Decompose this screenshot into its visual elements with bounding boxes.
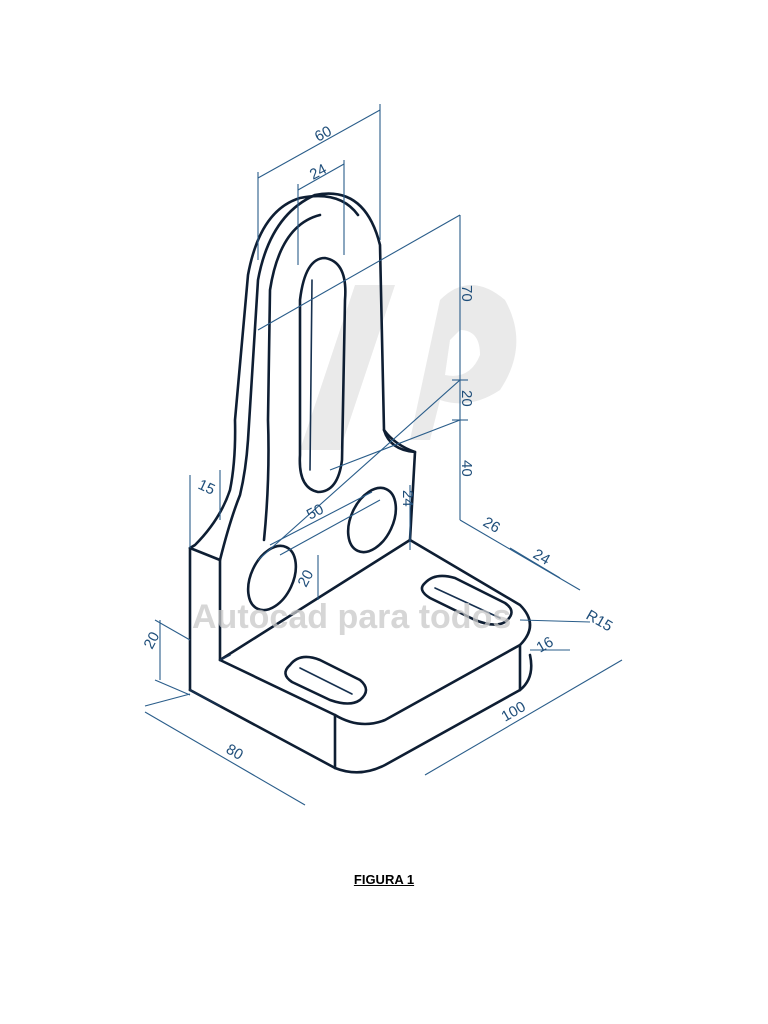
dim-20-base: 20	[141, 629, 164, 652]
back-slot-inner	[434, 587, 501, 619]
dim-r15: R15	[583, 607, 615, 635]
dimension-lines	[144, 104, 623, 806]
dim-16: 16	[534, 633, 557, 656]
base-plate-bottom-edge	[189, 689, 221, 707]
dim-26: 26	[480, 514, 503, 537]
vertical-plate-corner	[219, 654, 231, 661]
vertical-holes	[246, 486, 398, 612]
dim-24-base: 24	[530, 546, 553, 569]
dim-80: 80	[223, 741, 246, 764]
dim-50: 50	[304, 501, 327, 524]
vertical-slot-inner	[309, 279, 313, 471]
center-lines	[257, 214, 461, 561]
watermark-text: Autocad para todos	[192, 598, 511, 636]
dim-40: 40	[458, 460, 475, 477]
figure-caption: FIGURA 1	[353, 872, 415, 887]
dim-24-top: 24	[307, 161, 330, 184]
dim-60: 60	[312, 123, 335, 146]
dim-20-right: 20	[458, 390, 475, 407]
back-slot	[420, 574, 513, 626]
dim-24-hole: 24	[399, 490, 416, 507]
hole-left	[246, 544, 298, 612]
dimension-texts: 60 24 70 20 40 24 50 15 20 20 80 100 26 …	[141, 123, 616, 764]
front-slot-inner	[299, 667, 353, 695]
watermark-logo	[300, 285, 517, 450]
dim-100: 100	[499, 698, 529, 725]
vertical-slot-outline	[298, 256, 347, 494]
dim-20-hole: 20	[295, 567, 318, 590]
vertical-plate-back-outline	[188, 194, 360, 550]
vertical-plate-top-edge	[188, 546, 222, 562]
front-slot	[284, 655, 368, 705]
vertical-plate	[188, 192, 417, 662]
dim-15: 15	[195, 476, 217, 498]
vertical-slot	[298, 256, 347, 494]
dim-70: 70	[458, 285, 475, 302]
base-plate	[188, 538, 533, 774]
hole-right	[346, 486, 398, 554]
base-slots	[284, 574, 513, 705]
base-plate-front-edge	[188, 653, 533, 774]
